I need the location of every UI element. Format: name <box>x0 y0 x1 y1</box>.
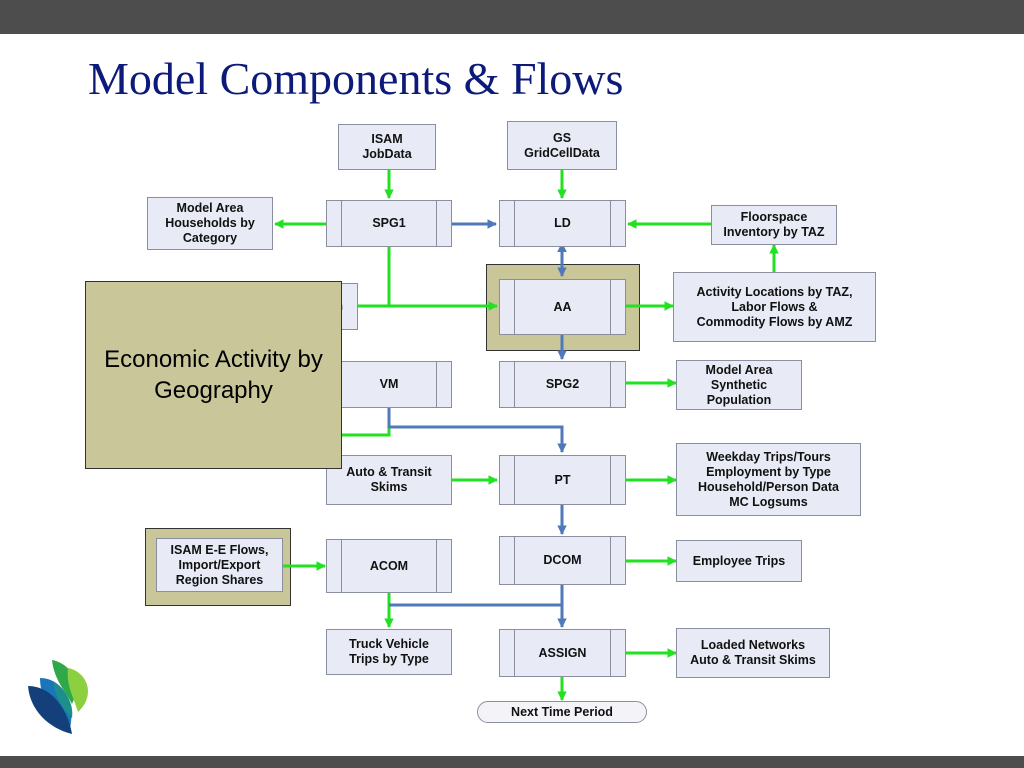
employee-trips-box: Employee Trips <box>676 540 802 582</box>
arrow-spg1-to-aa <box>387 247 498 311</box>
spg2-process-box: SPG2 <box>499 361 626 408</box>
weekday-trips-box: Weekday Trips/Tours Employment by Type H… <box>676 443 861 516</box>
gs-gridcelldata-box: GS GridCellData <box>507 121 617 170</box>
ld-process-box: LD <box>499 200 626 247</box>
activity-locations-box: Activity Locations by TAZ, Labor Flows &… <box>673 272 876 342</box>
next-time-period-pill: Next Time Period <box>477 701 647 723</box>
top-bar <box>0 0 1024 34</box>
slide-title: Model Components & Flows <box>88 53 624 104</box>
model-area-households-box: Model Area Households by Category <box>147 197 273 250</box>
dcom-process-box: DCOM <box>499 536 626 585</box>
economic-activity-overlay: Economic Activity by Geography <box>85 281 342 469</box>
floorspace-inventory-box: Floorspace Inventory by TAZ <box>711 205 837 245</box>
leaf-logo-icon <box>28 660 89 734</box>
auto-transit-skims-box: Auto & Transit Skims <box>326 455 452 505</box>
bottom-bar <box>0 756 1024 768</box>
isam-ee-flows-box: ISAM E-E Flows, Import/Export Region Sha… <box>156 538 283 592</box>
vm-process-box: VM <box>326 361 452 408</box>
arrow-vm-to-pt <box>387 408 567 453</box>
synthetic-population-box: Model Area Synthetic Population <box>676 360 802 410</box>
truck-vehicle-trips-box: Truck Vehicle Trips by Type <box>326 629 452 675</box>
pt-process-box: PT <box>499 455 626 505</box>
assign-process-box: ASSIGN <box>499 629 626 677</box>
acom-process-box: ACOM <box>326 539 452 593</box>
spg1-process-box: SPG1 <box>326 200 452 247</box>
line-vm-to-overlay <box>342 408 391 437</box>
aa-process-box: AA <box>499 279 626 335</box>
isam-jobdata-box: ISAM JobData <box>338 124 436 170</box>
loaded-networks-box: Loaded Networks Auto & Transit Skims <box>676 628 830 678</box>
